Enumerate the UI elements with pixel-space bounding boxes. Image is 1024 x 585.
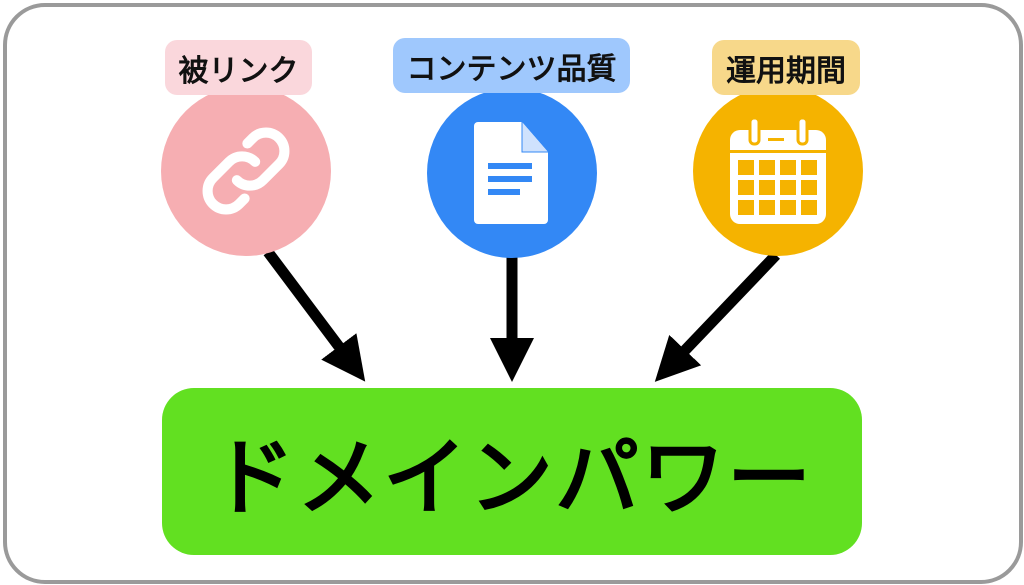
link-icon [202, 127, 290, 215]
content-quality-circle [427, 88, 597, 258]
calendar-icon [730, 116, 826, 224]
arrow-backlinks [263, 248, 366, 382]
backlinks-circle [161, 86, 331, 256]
operation-period-circle [693, 86, 863, 256]
arrow-operation-period [654, 251, 780, 382]
operation-period-label: 運用期間 [712, 40, 860, 95]
backlinks-label: 被リンク [165, 40, 312, 95]
content-quality-label: コンテンツ品質 [393, 38, 630, 93]
domain-power-box: ドメインパワー [162, 388, 862, 555]
document-icon [474, 122, 548, 224]
